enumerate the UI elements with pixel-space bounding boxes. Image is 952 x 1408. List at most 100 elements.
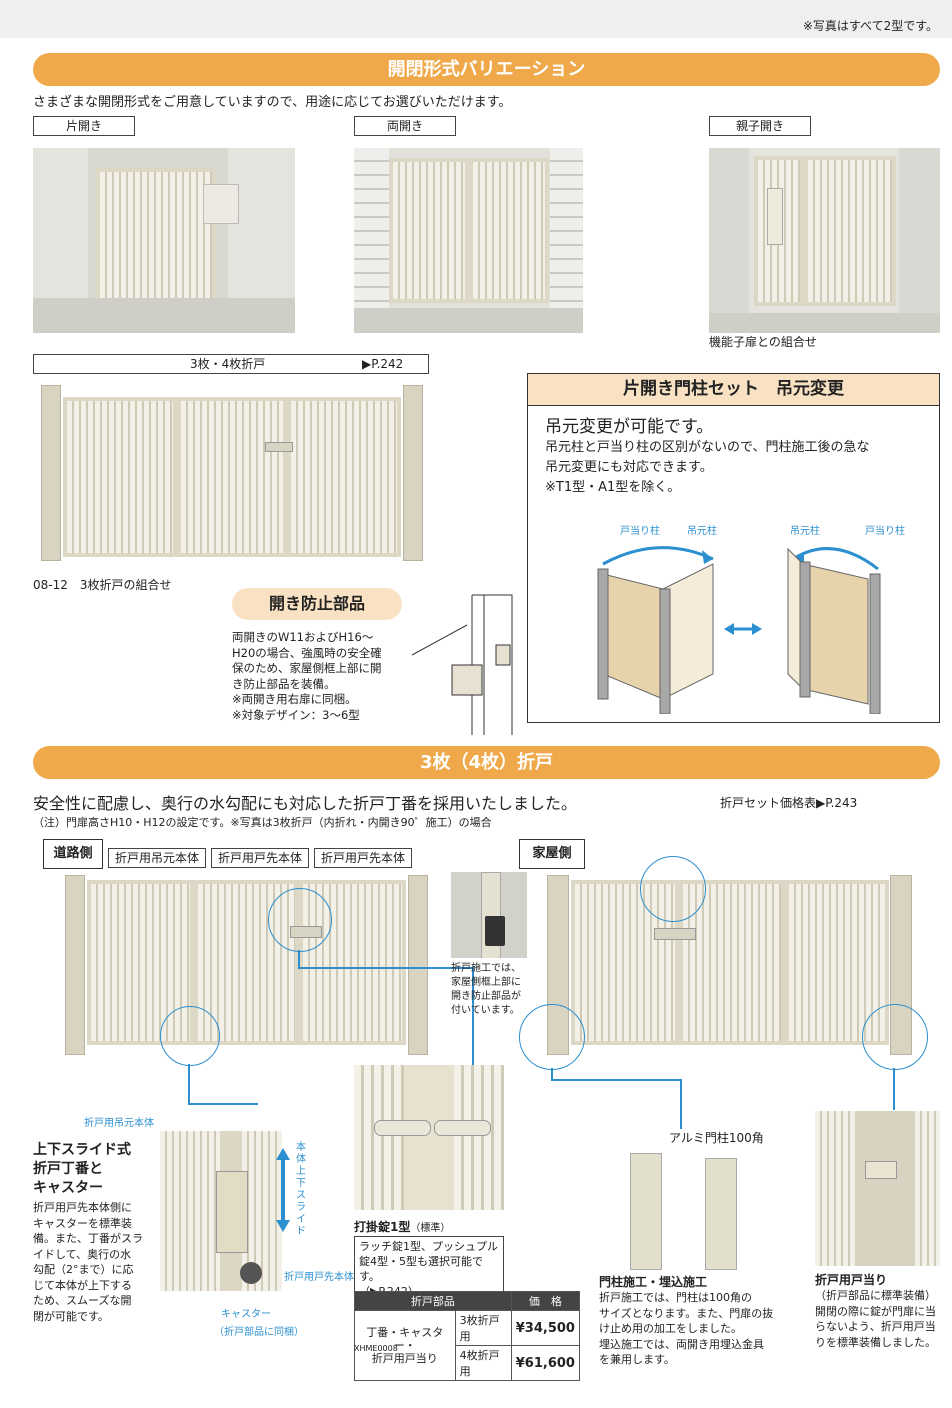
hinge-set-line: 吊元変更にも対応できます。: [545, 460, 713, 475]
stopper-line: ※両開き用右扉に同梱。: [232, 692, 357, 706]
column-line: サイズとなります。また、門扉の抜: [599, 1306, 774, 1320]
photo-road-side-gate: [60, 870, 430, 1060]
photo-doorstop: [815, 1111, 940, 1266]
lock-title-text: 打掛錠1型: [354, 1220, 411, 1234]
photo-single-gate: [33, 148, 295, 333]
doorstop-title: 折戸用戸当り: [815, 1273, 888, 1287]
callout-line: [298, 967, 473, 969]
stopper-line: ※対象デザイン：3～6型: [232, 707, 360, 722]
lock-note-box: ラッチ錠1型、プッシュプル 錠4型・5型も選択可能です。 （▶P.242）: [354, 1236, 504, 1302]
slide-small-label: 折戸用吊元本体: [84, 1118, 154, 1129]
house-side-label: 家屋側: [519, 839, 585, 869]
hinge-set-line: 吊元柱と戸当り柱の区別がないので、門柱施工後の急な: [545, 440, 870, 455]
stopper-illustration: [412, 594, 513, 735]
column-line: 埋込施工では、両開き用埋込金具: [599, 1337, 764, 1351]
hinge-set-diagram: [597, 546, 881, 714]
price-row-value: ¥34,500: [510, 1310, 581, 1346]
column-label: アルミ門柱100角: [669, 1131, 764, 1145]
folding-label: 3枚・4枚折戸: [190, 357, 266, 371]
callout-line: [188, 1064, 190, 1104]
type-label-parent-child: 親子開き: [709, 116, 811, 136]
doorstop-line: らないよう、折戸用戸当: [815, 1320, 936, 1333]
callout-line: [298, 950, 300, 968]
section2-headline-ref[interactable]: 折戸セット価格表▶P.243: [720, 796, 858, 810]
table-row: 4枚折戸用 ¥61,600: [355, 1345, 581, 1381]
header-note: ※写真はすべて2型です。: [802, 19, 938, 33]
photo-slide-hinge: [160, 1131, 298, 1291]
callout-line: [680, 1079, 682, 1129]
label-todomari-right: 戸当り柱: [865, 526, 905, 537]
column-text: 折戸施工では、門柱は100角の サイズとなります。また、門扉の抜 け止め用の加工…: [599, 1290, 773, 1368]
doorstop-line: 開閉の際に錠が門扉に当: [815, 1304, 936, 1318]
column-line: け止め用の加工をしました。: [599, 1322, 742, 1335]
stopper-title: 開き防止部品: [232, 588, 402, 620]
slide-line: じて本体が上下する: [33, 1278, 132, 1292]
section2-note: （注）門扉高さH10・H12の設定です。※写真は3枚折戸（内折れ・内開き90゜施…: [33, 816, 492, 829]
slide-vertical-label: 本体上下スライド: [296, 1142, 306, 1237]
slide-line: 閉が可能です。: [33, 1309, 109, 1323]
slide-line: イドして、奥行の水: [33, 1247, 132, 1261]
price-row-label: 3枚折戸用: [454, 1310, 512, 1346]
slide-line: 備。また、丁番がスラ: [33, 1232, 143, 1245]
lock-title-note: （標準）: [410, 1223, 451, 1234]
folding-ref-link[interactable]: ▶P.242: [362, 357, 404, 371]
price-item-line: 丁番・キャスター・: [366, 1326, 444, 1352]
stopper-line: 両開きのW11およびH16～: [232, 630, 374, 644]
section-banner-variations: 開閉形式バリエーション: [33, 53, 940, 86]
hinge-set-title: 片開き門柱セット 吊元変更: [528, 374, 939, 406]
section1-intro: さまざまな開閉形式をご用意していますので、用途に応じてお選びいただけます。: [33, 95, 512, 110]
photo-lock: [354, 1065, 504, 1210]
slide-line: ため、スムーズな開: [33, 1294, 132, 1307]
price-row-label: 4枚折戸用: [454, 1345, 512, 1381]
photo-double-gate: [354, 148, 583, 333]
slide-title: 上下スライド式 折戸丁番と キャスター: [33, 1141, 131, 1198]
callout-circle-lock: [268, 888, 332, 952]
slide-arrow-icon: [276, 1148, 290, 1232]
callout-circle-caster: [160, 1006, 220, 1066]
price-header-part: 折戸部品: [354, 1291, 512, 1311]
column-title: 門柱施工・埋込施工: [599, 1275, 708, 1289]
lock-line: 錠4型・5型も選択可能です。: [359, 1255, 483, 1283]
callout-circle-column: [519, 1004, 585, 1070]
stopper-text: 両開きのW11およびH16～ H20の場合、強風時の安全確 保のため、家屋側框上…: [232, 630, 382, 723]
house-note-line: 開き防止部品が: [451, 991, 521, 1002]
part-label-tosaki-1: 折戸用戸先本体: [211, 848, 309, 868]
column-post-left: [630, 1153, 662, 1270]
header-bar: [0, 0, 952, 38]
doorstop-line: （折戸部品に標準装備）: [815, 1289, 936, 1302]
stopper-line: 保のため、家屋側框上部に開: [232, 661, 382, 675]
slide-line: 折戸用戸先本体側に: [33, 1201, 132, 1214]
house-note-line: 付いています。: [451, 1005, 520, 1016]
slide-text: 折戸用戸先本体側に キャスターを標準装 備。また、丁番がスラ イドして、奥行の水…: [33, 1200, 143, 1324]
callout-line: [188, 1103, 258, 1105]
slide-title-line: 折戸丁番と: [33, 1161, 103, 1177]
caster-label: キャスター: [221, 1309, 271, 1320]
stopper-line: き防止部品を装備。: [232, 676, 336, 691]
part-label-tosaki-2: 折戸用戸先本体: [314, 848, 412, 868]
price-item: 丁番・キャスター・ 折戸用戸当り: [354, 1310, 456, 1381]
callout-line: [472, 967, 474, 1065]
doorstop-text: （折戸部品に標準装備） 開閉の際に錠が門扉に当 らないよう、折戸用戸当 りを標準…: [815, 1288, 936, 1350]
callout-circle-stopper: [640, 856, 706, 922]
type-label-double: 両開き: [354, 116, 456, 136]
caster-wheel-icon: [240, 1262, 262, 1284]
price-code: XHME0008: [354, 1344, 398, 1353]
hinge-set-box: 片開き門柱セット 吊元変更 吊元変更が可能です。 吊元柱と戸当り柱の区別がないの…: [527, 373, 940, 723]
label-tsurimoto-right: 吊元柱: [790, 526, 820, 537]
column-post-right: [705, 1158, 737, 1270]
photo-house-side-gate: [544, 870, 916, 1060]
folding-caption: 08-12 3枚折戸の組合せ: [33, 578, 172, 592]
hinge-set-line: ※T1型・A1型を除く。: [545, 480, 681, 495]
column-line: を兼用します。: [599, 1353, 675, 1366]
oyako-caption: 機能子扉との組合せ: [709, 335, 817, 349]
road-side-label: 道路側: [43, 839, 103, 869]
photo-parent-child-gate: [709, 148, 940, 333]
caster-note: （折戸部品に同梱）: [214, 1327, 304, 1338]
house-note: 折戸施工では、 家屋側框上部に 開き防止部品が 付いています。: [451, 962, 521, 1018]
callout-line: [551, 1079, 681, 1081]
callout-line: [551, 1068, 553, 1080]
tosaki-label: 折戸用戸先本体: [284, 1272, 354, 1283]
lock-title: 打掛錠1型（標準）: [354, 1218, 450, 1235]
house-note-line: 折戸施工では、: [451, 963, 521, 974]
hinge-set-text: 吊元柱と戸当り柱の区別がないので、門柱施工後の急な 吊元変更にも対応できます。 …: [545, 438, 869, 498]
